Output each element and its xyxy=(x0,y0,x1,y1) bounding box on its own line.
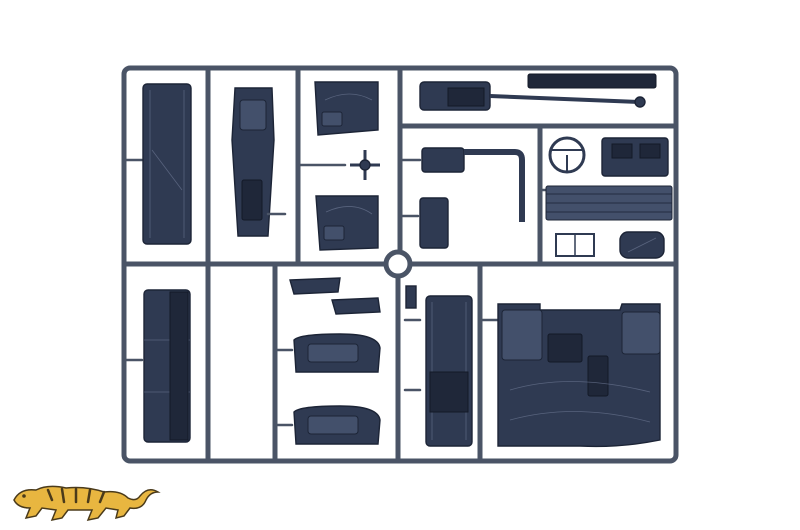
steering-column xyxy=(350,150,380,180)
steering-wheel xyxy=(548,136,586,174)
seat-upper xyxy=(293,333,381,373)
door-panel-upper xyxy=(314,81,379,136)
grille-frame xyxy=(555,233,595,257)
mudflap xyxy=(619,231,665,259)
engine-block xyxy=(601,137,669,177)
seat-back-small xyxy=(419,197,449,249)
cab-floor-frame xyxy=(231,87,287,237)
rear-wall-panel xyxy=(425,295,473,447)
side-panel-bottom xyxy=(143,289,191,443)
bumper-bar xyxy=(527,73,657,89)
small-parts-top xyxy=(289,277,417,315)
tiger-icon xyxy=(13,485,161,522)
door-panel-lower xyxy=(315,195,379,251)
cab-floor xyxy=(497,303,661,448)
gearbox-shaft xyxy=(419,81,646,111)
seat-lower xyxy=(293,405,381,445)
tread-plate xyxy=(545,185,673,221)
side-panel-left xyxy=(142,83,192,245)
exhaust-pipe xyxy=(421,147,525,222)
sprue-frame xyxy=(121,65,679,464)
